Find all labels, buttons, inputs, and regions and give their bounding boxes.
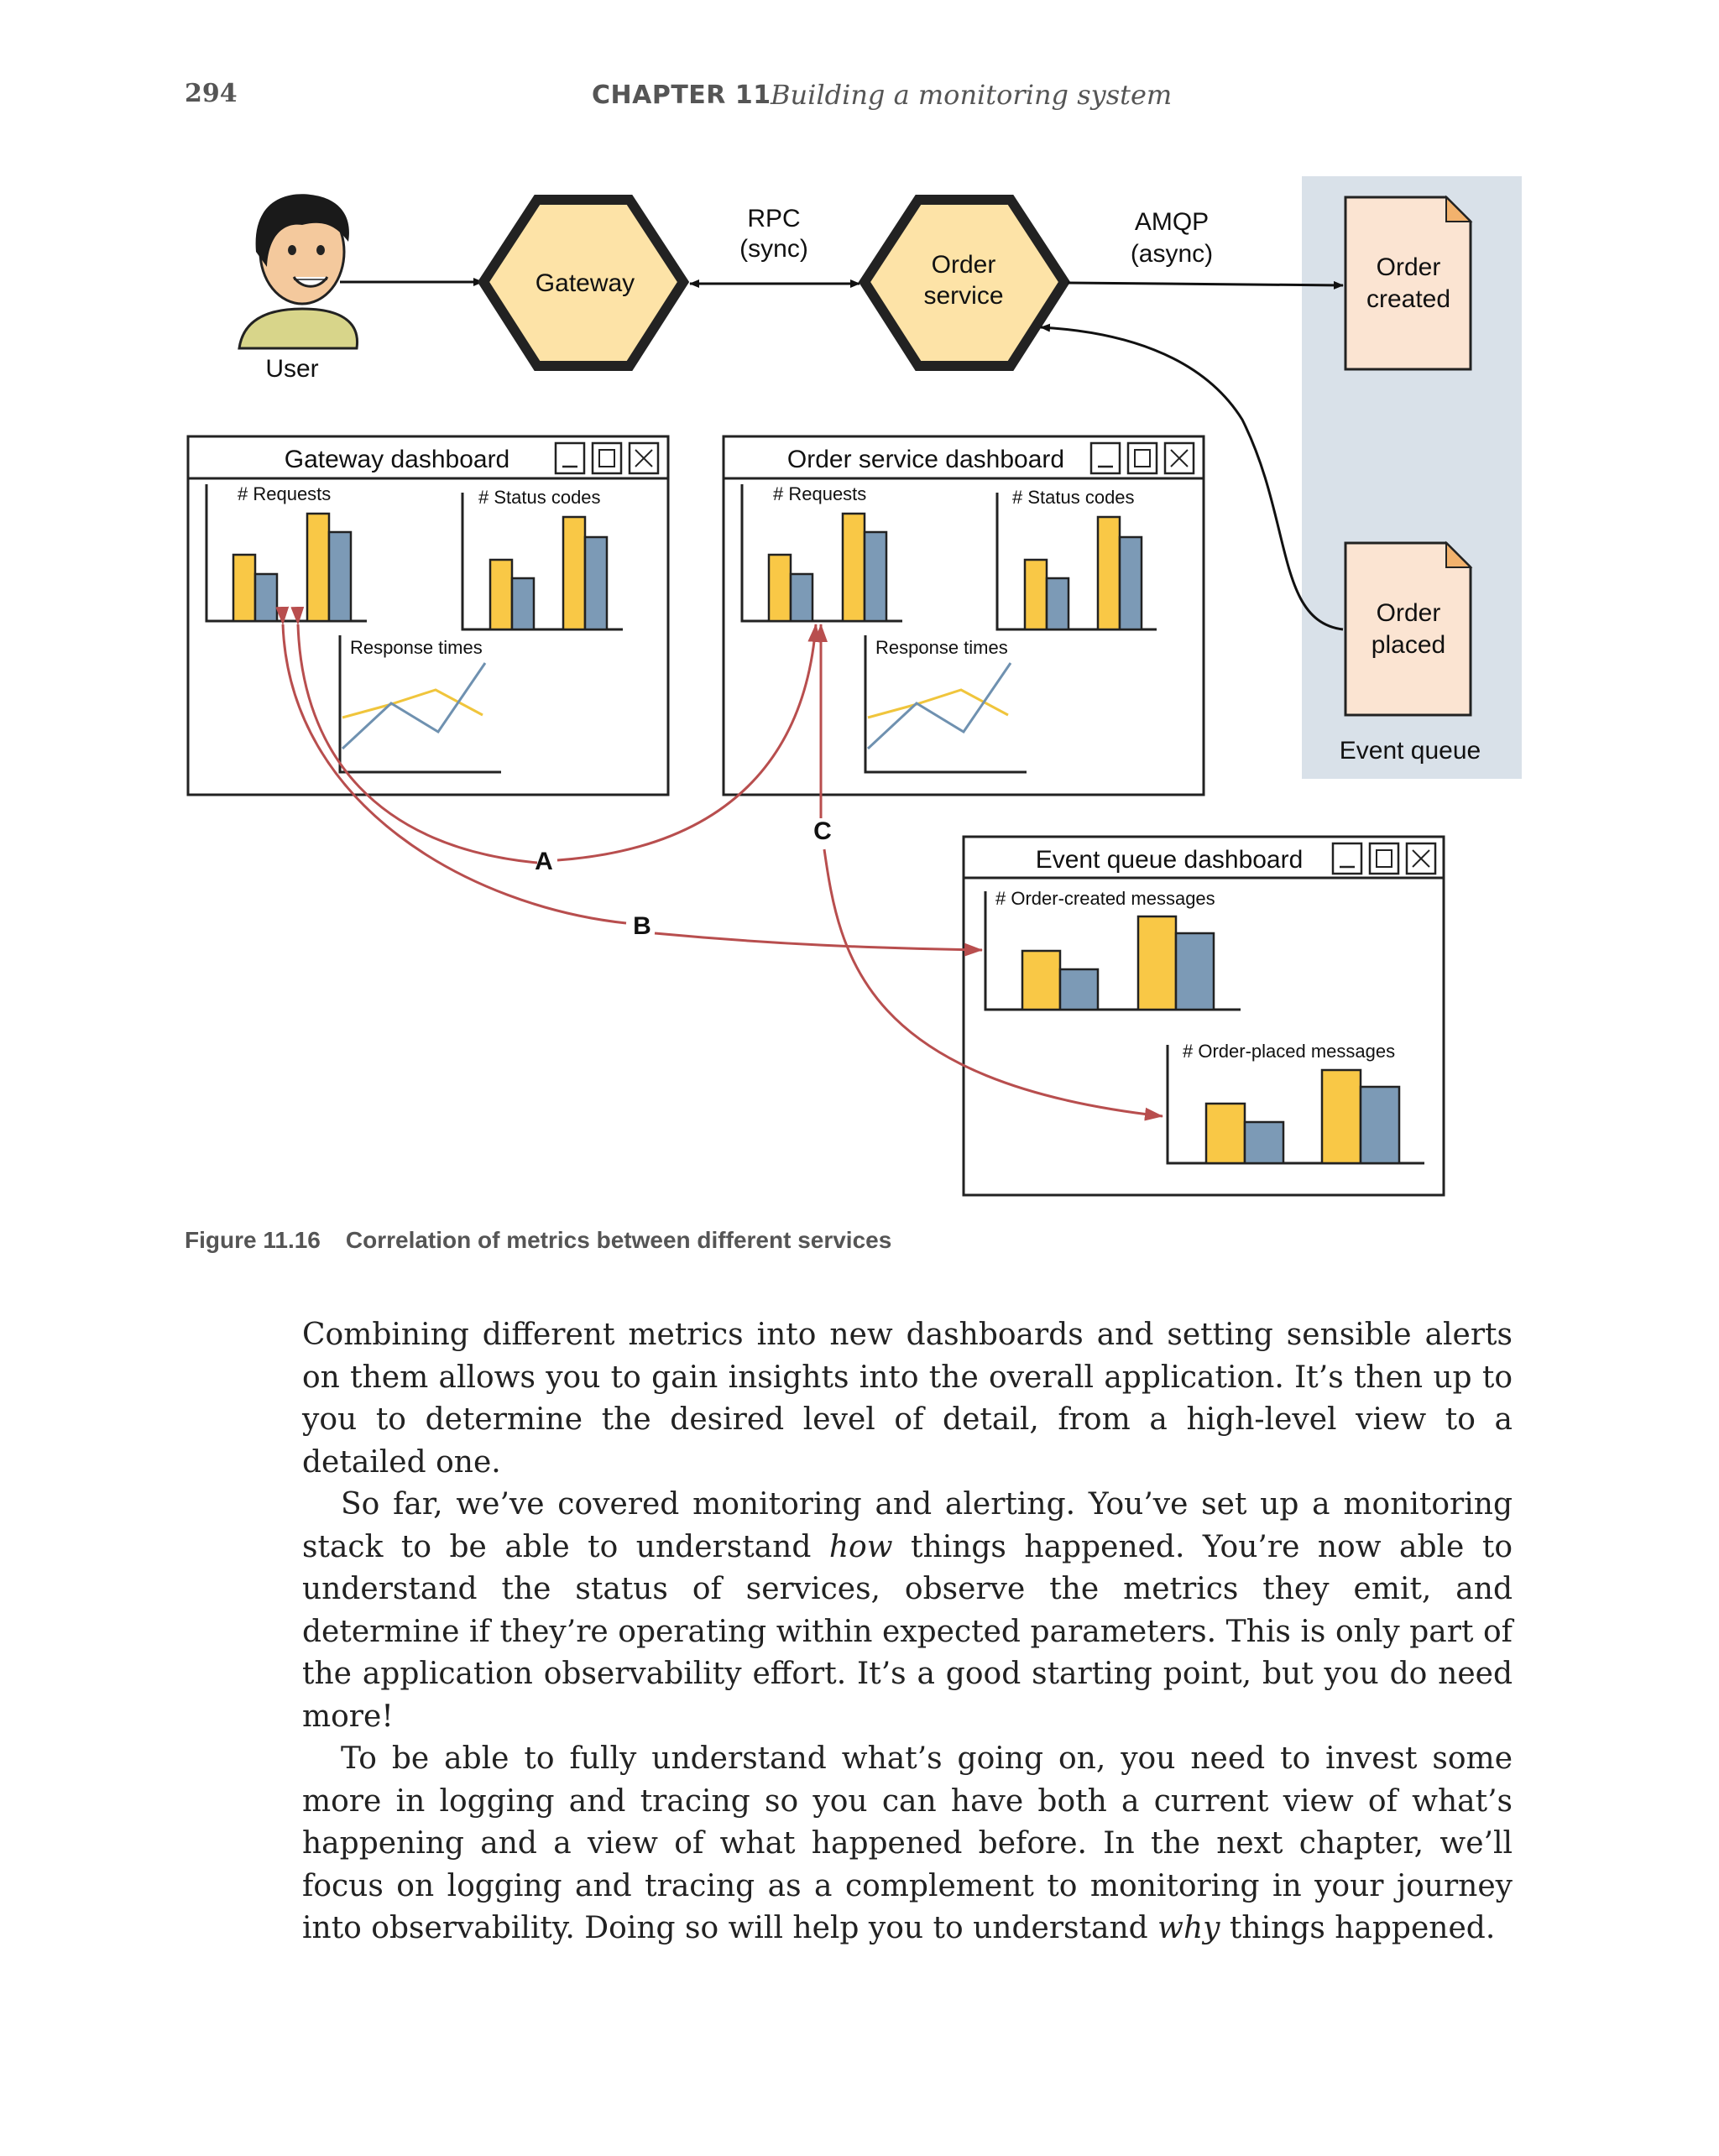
rpc-label: RPC (747, 205, 800, 232)
chapter-title: Building a monitoring system (771, 79, 1173, 111)
gateway-status-label: # Status codes (478, 487, 601, 508)
event-placed-label: # Order-placed messages (1183, 1041, 1395, 1062)
correlation-arrow-c (814, 624, 1163, 1121)
correlation-arrow-a (290, 606, 822, 864)
figure-diagram: User Gateway RPC (sync) Order service AM… (186, 176, 1522, 1197)
order-placed-line1: Order (1377, 599, 1441, 627)
figure-caption: Figure 11.16 Correlation of metrics betwe… (185, 1227, 891, 1254)
order-response-label: Response times (875, 637, 1008, 658)
order-status-label: # Status codes (1012, 487, 1135, 508)
chapter-number: CHAPTER 11 (592, 81, 771, 110)
gateway-response-label: Response times (350, 637, 483, 658)
order-service-label-line2: service (923, 282, 1003, 310)
gateway-requests-chart (205, 484, 367, 623)
body-text: Combining different metrics into new das… (302, 1314, 1513, 1950)
page-header: 294 CHAPTER 11 Building a monitoring sys… (0, 79, 1719, 121)
paragraph-1: Combining different metrics into new das… (302, 1318, 1513, 1480)
order-created-line1: Order (1377, 253, 1441, 281)
event-dashboard-title: Event queue dashboard (1036, 846, 1304, 874)
event-created-chart (984, 891, 1241, 1011)
label-b: B (633, 912, 651, 940)
gateway-requests-label: # Requests (238, 483, 331, 504)
user-avatar (238, 194, 359, 350)
gateway-response-chart (338, 635, 501, 774)
order-service-label-line1: Order (932, 251, 996, 279)
minimize-button[interactable] (554, 441, 586, 475)
maximize-button[interactable] (1126, 441, 1158, 475)
gateway-dashboard-title: Gateway dashboard (285, 446, 510, 473)
figure-label: Figure 11.16 (185, 1227, 321, 1253)
event-queue-label: Event queue (1340, 737, 1481, 765)
order-placed-document (1344, 540, 1473, 717)
order-status-chart (995, 493, 1157, 631)
order-dashboard-title: Order service dashboard (787, 446, 1064, 473)
amqp-label: AMQP (1135, 208, 1209, 236)
order-response-chart (864, 635, 1027, 774)
label-c: C (813, 817, 832, 845)
event-created-label: # Order-created messages (995, 888, 1215, 909)
order-placed-line2: placed (1372, 631, 1445, 659)
order-requests-chart (740, 484, 902, 623)
order-placed-to-service-arrow (1040, 323, 1344, 631)
event-placed-chart (1166, 1045, 1424, 1165)
gateway-label: Gateway (536, 269, 635, 297)
gateway-status-chart (461, 493, 623, 631)
order-service-hexagon (858, 195, 1071, 371)
amqp-arrow (1067, 280, 1344, 290)
order-created-line2: created (1366, 285, 1450, 313)
order-created-document (1344, 195, 1473, 371)
rpc-sync-label: (sync) (739, 235, 808, 263)
minimize-button[interactable] (1089, 441, 1121, 475)
correlation-arrow-b (275, 606, 983, 957)
user-label: User (265, 355, 318, 383)
paragraph-2: So far, we’ve covered monitoring and ale… (302, 1487, 1513, 1734)
figure-caption-text: Correlation of metrics between different… (345, 1227, 892, 1253)
minimize-button[interactable] (1331, 842, 1363, 875)
page-number: 294 (185, 79, 238, 108)
amqp-async-label: (async) (1131, 240, 1213, 268)
label-a: A (535, 848, 553, 875)
maximize-button[interactable] (1368, 842, 1400, 875)
maximize-button[interactable] (591, 441, 623, 475)
order-requests-label: # Requests (773, 483, 866, 504)
paragraph-3: To be able to fully understand what’s go… (302, 1741, 1513, 1945)
gateway-hexagon (477, 195, 690, 371)
